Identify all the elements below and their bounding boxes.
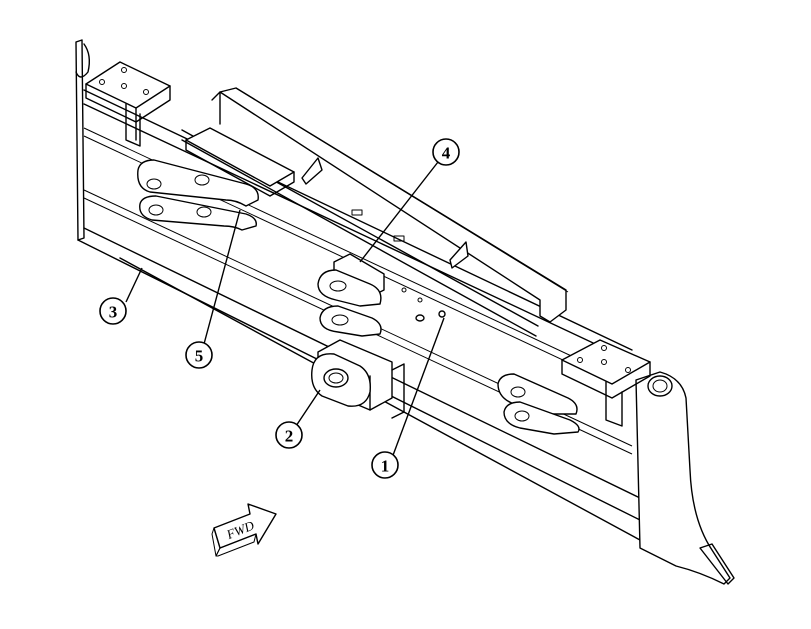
callout-5: 5: [185, 341, 213, 369]
trunnion-mount: [311, 339, 405, 419]
pin-part: [415, 310, 446, 322]
leader-3: [125, 267, 143, 303]
left-hinge-bracket-assembly: [137, 127, 295, 231]
right-mount-plate: [561, 339, 651, 427]
callout-4-label: 4: [442, 144, 451, 163]
blade-body: [75, 39, 735, 585]
callout-5-label: 5: [195, 347, 204, 366]
fwd-arrow: FWD: [211, 503, 277, 557]
callout-1-label: 1: [381, 457, 390, 476]
callout-2: 2: [275, 421, 303, 449]
callout-2-label: 2: [285, 427, 294, 446]
callout-1: 1: [371, 451, 399, 479]
callout-3: 3: [99, 297, 127, 325]
leader-5: [203, 209, 241, 345]
leader-1: [391, 317, 445, 459]
left-mount-plate: [85, 61, 171, 147]
leader-lines: [125, 161, 445, 459]
callout-4: 4: [432, 138, 460, 166]
center-hinge-bracket: [317, 253, 423, 337]
leader-2: [295, 389, 321, 427]
callout-3-label: 3: [109, 303, 118, 322]
top-frame-rail: [181, 87, 569, 337]
leader-4: [359, 161, 439, 263]
right-hinge-bracket: [497, 373, 580, 435]
